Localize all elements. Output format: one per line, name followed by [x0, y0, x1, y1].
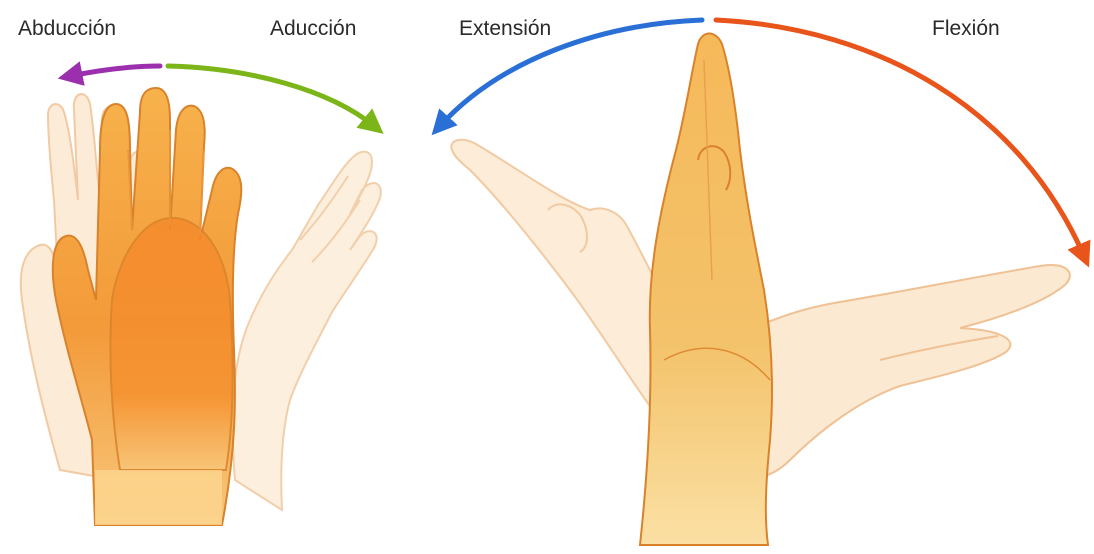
flexion-label: Flexión	[932, 18, 1000, 39]
neutral-side-hand	[640, 34, 772, 546]
abduction-adduction-figure	[21, 66, 381, 525]
flexion-arrow	[716, 20, 1084, 256]
adducted-hand-ghost	[233, 152, 381, 510]
abduction-label: Abducción	[18, 18, 116, 39]
extension-label: Extensión	[459, 18, 551, 39]
extension-flexion-figure	[440, 20, 1084, 545]
extended-hand-ghost	[451, 140, 680, 420]
abduction-arrow	[70, 66, 160, 76]
adduction-label: Aducción	[270, 18, 356, 39]
